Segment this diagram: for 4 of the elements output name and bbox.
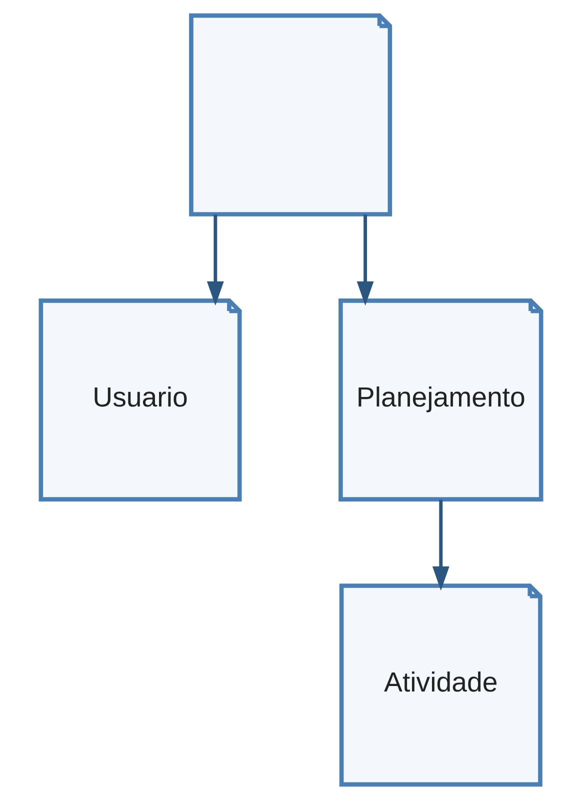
node-document — [189, 13, 392, 216]
arrow — [206, 214, 224, 306]
arrow — [432, 500, 450, 591]
arrow — [356, 214, 374, 306]
